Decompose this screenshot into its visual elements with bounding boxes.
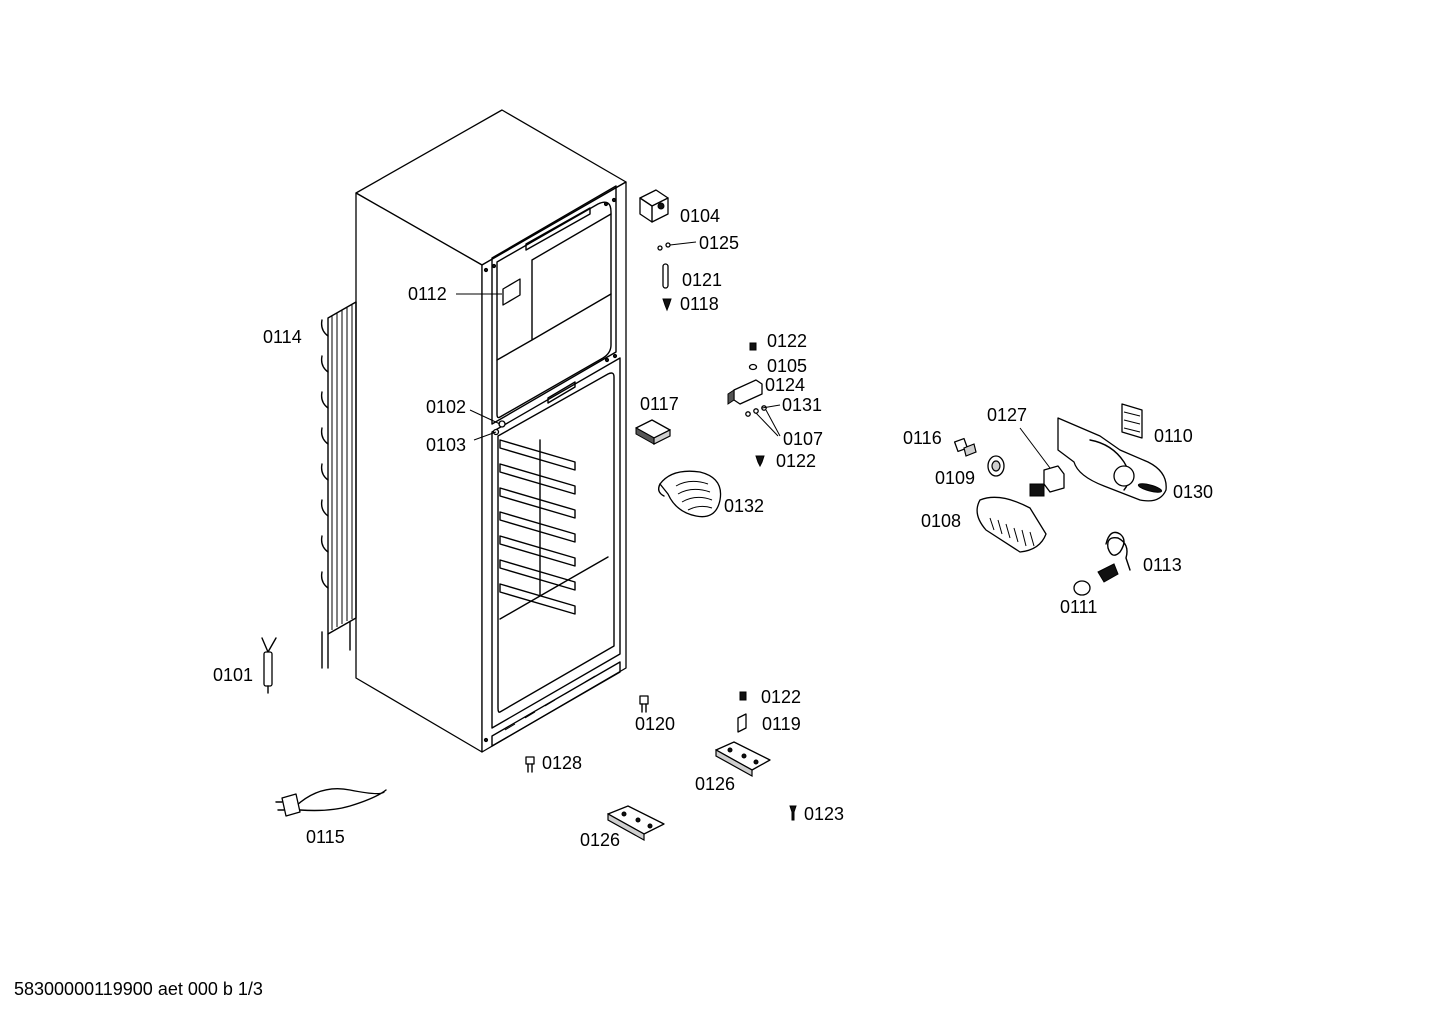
screw-icon-0118	[662, 298, 672, 312]
part-label-0119: 0119	[762, 714, 801, 734]
part-label-0107: 0107	[783, 429, 823, 449]
document-code: 58300000119900 aet 000 b 1/3	[14, 979, 263, 999]
part-label-0126a: 0126	[695, 774, 735, 794]
switch-icon	[1019, 427, 1065, 497]
hinge-icon	[639, 189, 669, 223]
bracket-icon-0110	[1121, 403, 1143, 439]
part-label-0112: 0112	[408, 284, 447, 304]
part-label-0124: 0124	[765, 375, 805, 395]
part-label-0103: 0103	[426, 435, 466, 455]
part-label-0125: 0125	[699, 233, 739, 253]
screw-icon-0125	[657, 242, 671, 251]
fan-cover-icon	[657, 470, 722, 518]
refrigerator-cabinet	[355, 109, 627, 753]
screw-icon-0122c	[739, 691, 747, 701]
part-label-0108: 0108	[921, 511, 961, 531]
knob-ring-icon	[987, 455, 1005, 477]
part-label-0101: 0101	[213, 665, 253, 685]
part-label-0117: 0117	[640, 394, 679, 414]
leader-lines	[456, 241, 781, 441]
part-label-0122c: 0122	[761, 687, 801, 707]
part-label-0111: 0111	[1060, 597, 1097, 617]
cap-icon	[1073, 580, 1091, 596]
part-label-0102: 0102	[426, 397, 466, 417]
washer-icon-0105	[748, 363, 758, 371]
part-label-0118: 0118	[680, 294, 719, 314]
part-label-0132: 0132	[724, 496, 764, 516]
foot-icon-0120	[639, 695, 649, 713]
screw-icon-0122b	[755, 455, 765, 468]
part-label-0127: 0127	[987, 405, 1027, 425]
screw-icon-0122a	[749, 342, 757, 351]
part-label-0109: 0109	[935, 468, 975, 488]
part-label-0122b: 0122	[776, 451, 816, 471]
hinge-plate-icon-0126a	[715, 741, 771, 778]
bulb-icon	[953, 437, 977, 457]
part-label-0105: 0105	[767, 356, 807, 376]
shelf-rails	[499, 439, 576, 615]
part-label-0110: 0110	[1154, 426, 1193, 446]
part-label-0114: 0114	[263, 327, 302, 347]
part-label-0128: 0128	[542, 753, 582, 773]
bracket-icon-0124	[727, 379, 763, 405]
part-label-0130: 0130	[1173, 482, 1213, 502]
part-label-0113: 0113	[1143, 555, 1182, 575]
pin-icon	[662, 263, 669, 289]
clip-icon	[737, 713, 747, 733]
control-housing-icon	[1057, 417, 1167, 502]
power-cord-icon	[275, 788, 387, 817]
part-label-0120: 0120	[635, 714, 675, 734]
part-label-0123: 0123	[804, 804, 844, 824]
cover-plate-icon	[635, 419, 671, 445]
condenser-icon	[320, 301, 357, 669]
hinge-plate-icon-0126b	[607, 805, 665, 842]
part-label-0126b: 0126	[580, 830, 620, 850]
part-label-0104: 0104	[680, 206, 720, 226]
part-label-0116: 0116	[903, 428, 942, 448]
screw-icon-0123	[789, 805, 797, 821]
foot-icon-0128	[525, 756, 535, 773]
part-labels: 0101 0102 0103 0104 0105 0107 0108 0109 …	[213, 206, 1213, 850]
part-label-0122a: 0122	[767, 331, 807, 351]
label-plate-icon	[502, 278, 521, 306]
thermostat-probe-icon	[261, 637, 277, 694]
part-label-0121: 0121	[682, 270, 722, 290]
thermostat-icon	[1097, 531, 1131, 583]
part-label-0115: 0115	[306, 827, 345, 847]
lamp-cover-icon	[976, 496, 1047, 553]
part-label-0131: 0131	[782, 395, 822, 415]
